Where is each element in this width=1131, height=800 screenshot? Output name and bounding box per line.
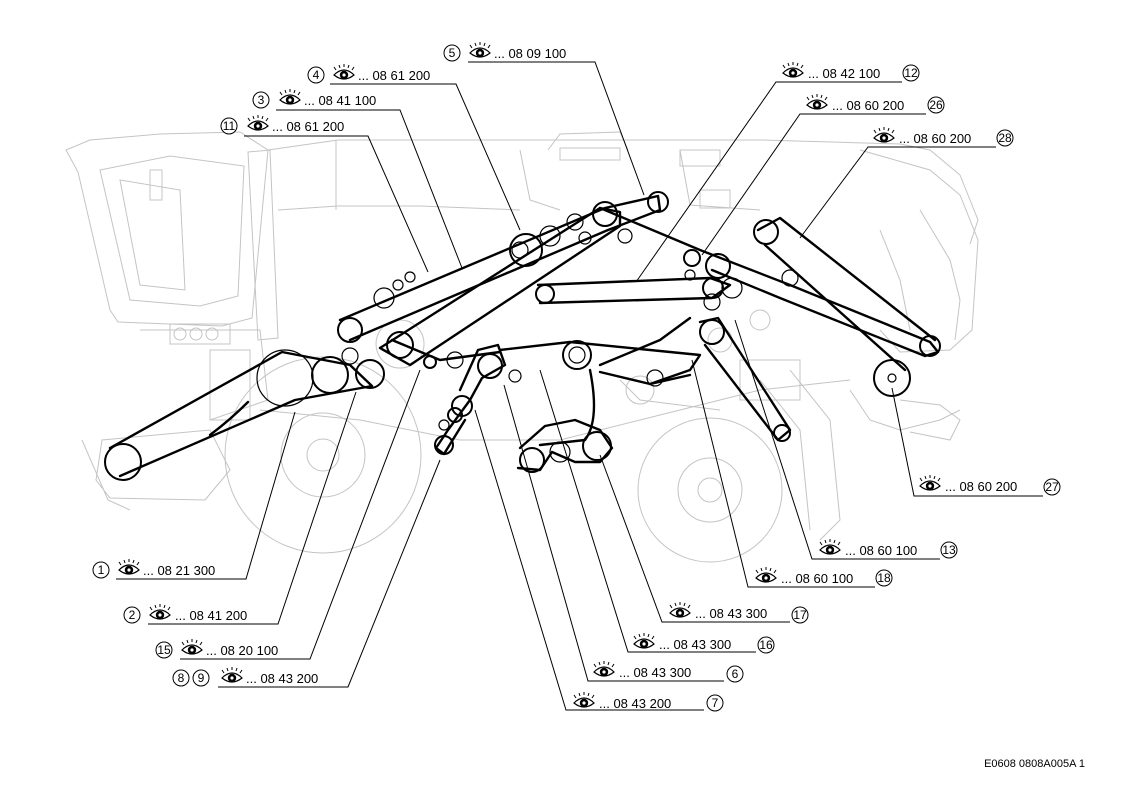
callout-17-text: ... 08 43 300 [695,606,767,621]
callout-15-text: ... 08 20 100 [206,643,278,658]
callout-4-text: ... 08 61 200 [358,68,430,83]
callout-8-9: 8 9 ... 08 43 200 [172,459,441,688]
callout-7-text: ... 08 43 200 [599,696,671,711]
callout-28-text: ... 08 60 200 [899,131,971,146]
callout-18-text: ... 08 60 100 [781,571,853,586]
callout-12-id: 12 [904,66,918,80]
callout-7-id: 7 [712,696,719,710]
callout-2: 2 ... 08 41 200 [123,391,357,625]
callout-16-id: 16 [759,638,773,652]
view-reference-icon [919,474,941,491]
callout-15-id: 15 [157,643,171,657]
callout-18-id: 18 [877,571,891,585]
view-reference-icon [149,603,171,620]
view-reference-icon [873,126,895,143]
callout-11: 11 ... 08 61 200 [220,114,429,273]
view-reference-icon [573,691,595,708]
callout-3-text: ... 08 41 100 [304,93,376,108]
view-reference-icon [181,638,203,655]
callout-26: ... 08 60 200 26 [701,93,945,256]
callout-12: ... 08 42 100 12 [635,61,920,283]
callout-12-text: ... 08 42 100 [808,66,880,81]
view-reference-icon [806,93,828,110]
callout-13-text: ... 08 60 100 [845,543,917,558]
callout-6: ... 08 43 300 6 [503,384,744,683]
callout-11-text: ... 08 61 200 [272,119,344,134]
callout-6-text: ... 08 43 300 [619,665,691,680]
callout-15: 15 ... 08 20 100 [155,369,421,660]
view-reference-icon [118,558,140,575]
callout-26-id: 26 [929,98,943,112]
callout-17: ... 08 43 300 17 [599,454,809,624]
callout-5: 5 ... 08 09 100 [443,41,645,196]
callout-27-text: ... 08 60 200 [945,479,1017,494]
callout-3: 3 ... 08 41 100 [252,88,463,269]
callout-1-id: 1 [98,563,105,577]
view-reference-icon [633,632,655,649]
callout-1: 1 ... 08 21 300 [92,411,296,580]
combine-harvester-outline [65,131,979,563]
view-reference-icon [669,601,691,618]
callout-2-id: 2 [129,608,136,622]
callout-1-text: ... 08 21 300 [143,563,215,578]
callout-7: ... 08 43 200 7 [474,409,724,712]
callout-27: ... 08 60 200 27 [891,387,1061,497]
callout-5-id: 5 [449,46,456,60]
callout-16-text: ... 08 43 300 [659,637,731,652]
view-reference-icon [469,41,491,58]
callout-28-id: 28 [998,131,1012,145]
callout-13: ... 08 60 100 13 [734,319,958,560]
callout-13-id: 13 [942,543,956,557]
belt-drive-system [104,191,941,481]
callout-18: ... 08 60 100 18 [691,359,893,588]
callout-8-9-text: ... 08 43 200 [246,671,318,686]
callout-27-id: 27 [1045,480,1059,494]
view-reference-icon [593,660,615,677]
callout-28: ... 08 60 200 28 [799,126,1014,239]
callout-2-text: ... 08 41 200 [175,608,247,623]
view-reference-icon [247,114,269,131]
view-reference-icon [221,666,243,683]
callout-11-id: 11 [223,119,236,133]
drawing-reference-code: E0608 0808A005A 1 [984,758,1085,770]
view-reference-icon [333,63,355,80]
callout-4-id: 4 [313,68,320,82]
callout-labels: 5 ... 08 09 100 4 ... 08 61 200 3 ... 08… [92,41,1061,712]
view-reference-icon [819,538,841,555]
view-reference-icon [279,88,301,105]
view-reference-icon [782,61,804,78]
callout-8-id: 8 [178,671,185,685]
callout-5-text: ... 08 09 100 [494,46,566,61]
callout-9-id: 9 [198,671,205,685]
callout-6-id: 6 [732,667,739,681]
callout-17-id: 17 [793,608,807,622]
callout-26-text: ... 08 60 200 [832,98,904,113]
callout-3-id: 3 [258,93,265,107]
callout-16: ... 08 43 300 16 [539,369,775,654]
view-reference-icon [755,566,777,583]
callout-4: 4 ... 08 61 200 [307,63,521,231]
